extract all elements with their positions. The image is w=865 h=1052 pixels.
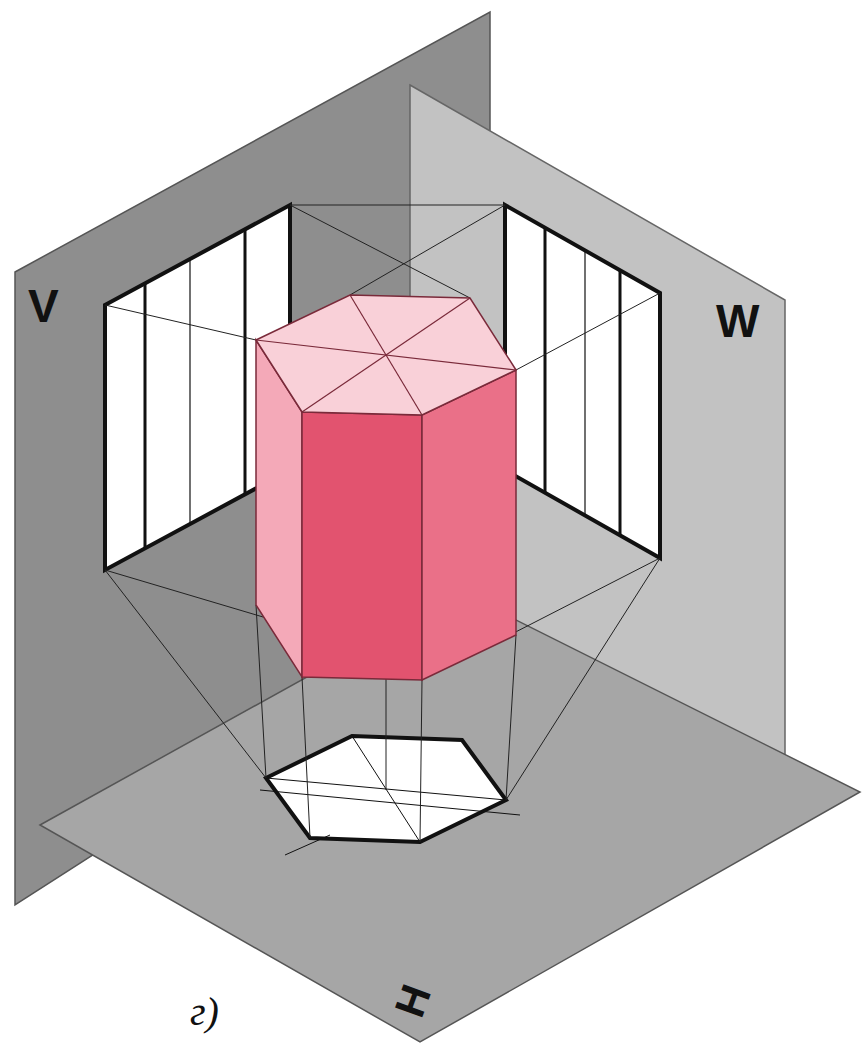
hexagonal-prism (256, 295, 516, 680)
plane-label: W (716, 298, 759, 344)
plane-label: V (28, 283, 59, 329)
horizontal-projection (260, 736, 520, 855)
profile-projection (505, 205, 660, 558)
figure-label: г) (190, 992, 219, 1032)
projection-lines (105, 205, 660, 842)
